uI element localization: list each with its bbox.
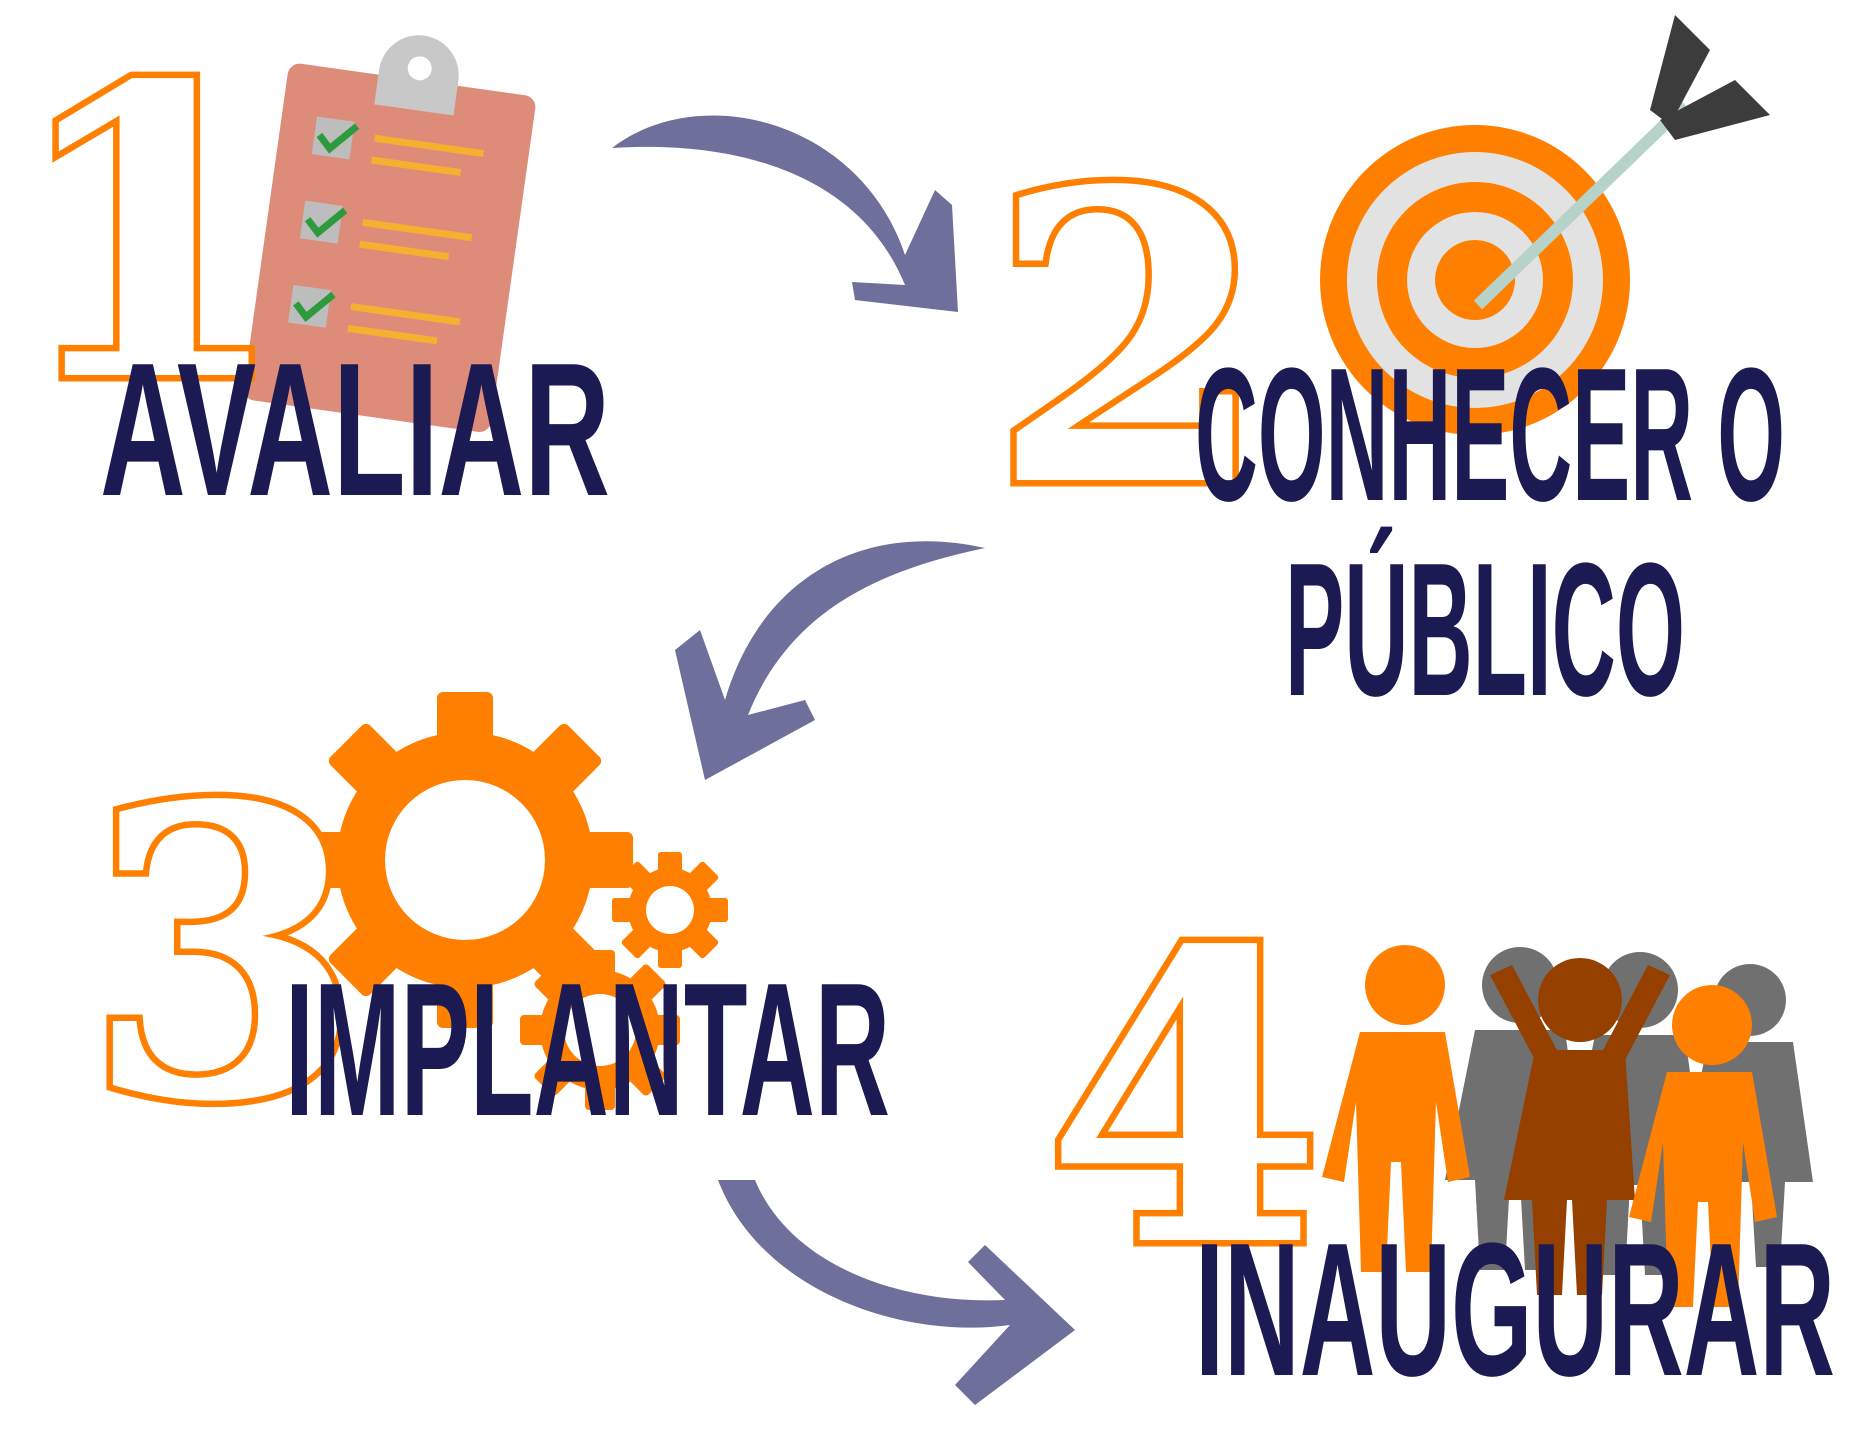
step-3-number: 3 xyxy=(85,720,363,1190)
gears-icon xyxy=(297,692,728,1110)
step-4-number: 4 xyxy=(1045,865,1323,1335)
step-2-number: 2 xyxy=(990,105,1268,575)
step-4-label: INAUGURAR xyxy=(1195,1204,1835,1416)
step-1-label: AVALIAR xyxy=(100,324,610,536)
clipboard-checklist-icon xyxy=(243,35,536,433)
step-1-number: 1 xyxy=(10,0,288,470)
step-2-label-line1: CONHECER O xyxy=(1195,329,1785,541)
step-2-label-line2: PÚBLICO xyxy=(1285,524,1685,736)
arrow-2-to-3 xyxy=(675,541,985,780)
arrow-3-to-4 xyxy=(718,1180,1075,1405)
people-group-icon xyxy=(1322,945,1813,1307)
target-arrow-icon xyxy=(1320,15,1770,435)
step-3-label: IMPLANTAR xyxy=(285,944,890,1156)
arrow-1-to-2 xyxy=(612,115,958,312)
